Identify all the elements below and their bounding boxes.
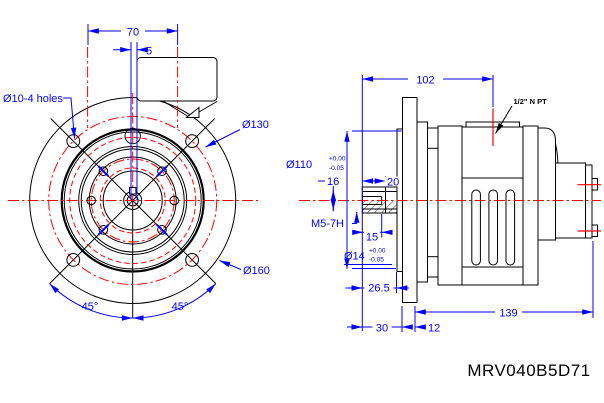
dim-30: 30 xyxy=(376,323,388,335)
hole-tick-sw xyxy=(97,224,110,236)
holes-leader xyxy=(63,97,77,139)
thread-label: M5-7H xyxy=(311,218,344,230)
side-dimensions: 102 Ø110 +0.00 -0.05 16 20 M5-7H 15 xyxy=(286,74,594,335)
gearbox-rear-housing xyxy=(522,125,539,286)
inner-hole-e xyxy=(169,195,179,206)
svg-text:+0.00: +0.00 xyxy=(369,248,386,255)
hole-tick-se xyxy=(156,224,168,236)
terminal-box xyxy=(136,57,218,102)
dim-pilot: Ø110 xyxy=(286,159,312,171)
npt-leader xyxy=(495,105,513,134)
dim-20: 20 xyxy=(387,176,399,188)
hole-tick-nw xyxy=(97,165,110,177)
keyway-slot xyxy=(129,187,137,195)
svg-text:-0.05: -0.05 xyxy=(329,165,344,172)
mount-hole-sw xyxy=(66,253,81,267)
mount-hole-ne xyxy=(185,134,200,149)
front-dimensions: 70 5 Ø10-4 holes Ø130 Ø160 45° 45° xyxy=(3,24,270,321)
dim-70: 70 xyxy=(127,27,139,39)
dim-102: 102 xyxy=(416,74,434,86)
dim-139: 139 xyxy=(499,308,517,320)
outer-dia-leader xyxy=(219,260,242,270)
hole-tick-ne xyxy=(156,165,168,177)
diagonal-se xyxy=(132,200,217,284)
diagonal-sw xyxy=(49,200,134,284)
terminal-box-flank-right xyxy=(198,101,218,113)
drawing-title: MRV040B5D71 xyxy=(467,361,590,380)
inner-hole-nw xyxy=(98,166,109,176)
side-view: 102 Ø110 +0.00 -0.05 16 20 M5-7H 15 xyxy=(286,74,601,335)
dim-15: 15 xyxy=(366,232,378,244)
svg-text:+0.00: +0.00 xyxy=(329,156,346,163)
output-adapter xyxy=(537,127,556,241)
angle-arc-left xyxy=(49,283,133,321)
inner-hole-ne xyxy=(157,166,167,176)
angle-right-label: 45° xyxy=(172,301,189,313)
shaft-hatch xyxy=(362,201,397,213)
mount-hole-se xyxy=(185,253,200,267)
terminal-box-gusset xyxy=(185,106,200,118)
bolt-circle-leader xyxy=(205,129,241,148)
housing-step-1 xyxy=(416,121,428,283)
inner-hole-sw xyxy=(98,225,109,235)
diagonal-nw xyxy=(50,118,134,201)
angle-left-label: 45° xyxy=(82,301,99,313)
cooling-slot-2 xyxy=(488,189,498,266)
angle-arc-right xyxy=(132,283,217,321)
end-cap xyxy=(585,164,593,239)
diagonal-ne xyxy=(132,118,216,201)
dim-26-5: 26.5 xyxy=(368,283,389,295)
housing-step-2 xyxy=(427,127,439,278)
inner-hole-w xyxy=(86,195,96,206)
terminal-box-flank-left xyxy=(162,100,190,118)
dim-bore: Ø14 xyxy=(344,251,365,263)
npt-label: 1/2" N PT xyxy=(514,97,548,106)
svg-text:-0.05: -0.05 xyxy=(369,257,384,264)
outer-dia-label: Ø160 xyxy=(243,265,270,277)
dim-16: 16 xyxy=(327,176,339,188)
dim-5: 5 xyxy=(146,46,152,58)
holes-label: Ø10-4 holes xyxy=(3,93,63,105)
cooling-slot-3 xyxy=(505,189,516,266)
cooling-slot-1 xyxy=(471,189,481,266)
dim-12: 12 xyxy=(428,323,440,335)
front-view: 70 5 Ø10-4 holes Ø130 Ø160 45° 45° xyxy=(3,24,270,321)
bolt-circle-label: Ø130 xyxy=(242,119,269,131)
inner-hole-se xyxy=(157,225,167,235)
top-plug-hole xyxy=(124,127,141,145)
gearbox-front-housing xyxy=(437,125,463,286)
